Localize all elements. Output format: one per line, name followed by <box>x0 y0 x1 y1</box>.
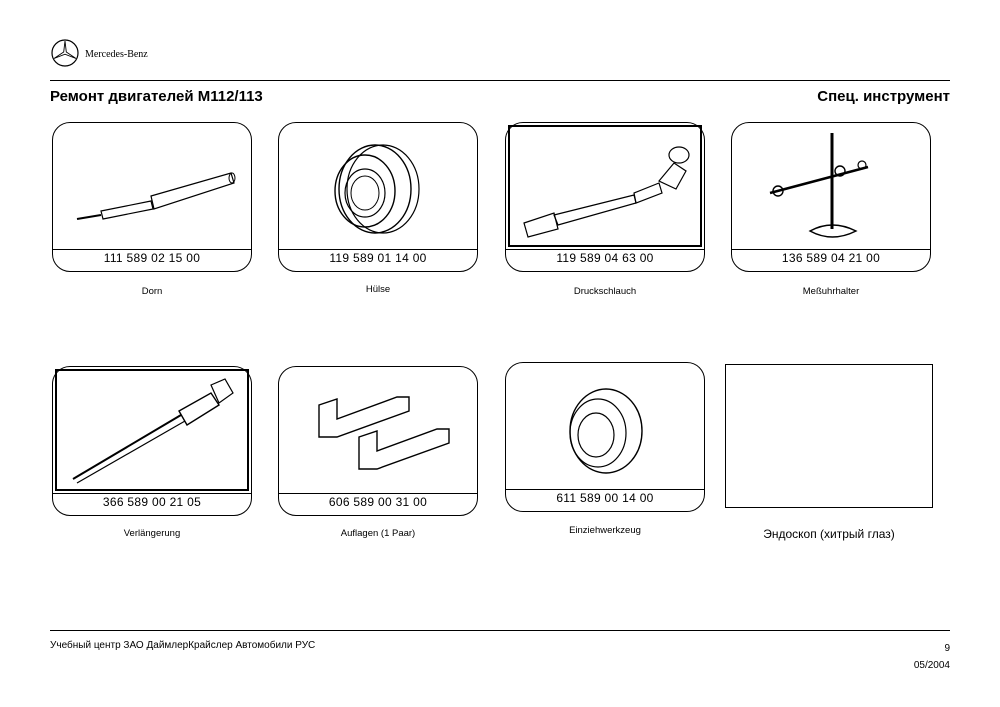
endoscope-caption: Эндоскоп (хитрый глаз) <box>763 527 895 541</box>
extension-icon <box>72 378 234 484</box>
tool-caption: Einziehwerkzeug <box>569 525 641 536</box>
number-divider <box>506 249 704 250</box>
brand-logo: Mercedes-Benz <box>50 38 148 68</box>
tool-caption: Dorn <box>141 286 163 297</box>
tool-number: 111 589 02 15 00 <box>103 251 201 265</box>
tool-card-1: 111 589 02 15 00 <box>52 122 252 272</box>
tool-card-7: 611 589 00 14 00 <box>505 362 705 512</box>
supports-pair-icon <box>318 396 450 470</box>
pressure-hose-icon <box>523 146 690 238</box>
footer-organization: Учебный центр ЗАО ДаймлерКрайслер Автомо… <box>50 640 316 651</box>
brand-name: Mercedes-Benz <box>85 48 148 60</box>
tool-number: 119 589 04 63 00 <box>556 251 654 265</box>
number-divider <box>279 249 477 250</box>
number-divider <box>53 249 251 250</box>
sleeve-icon <box>334 144 420 234</box>
dial-gauge-holder-icon <box>769 133 869 238</box>
drift-pin-icon <box>76 172 236 220</box>
footer-meta: 9 05/2004 <box>914 640 950 674</box>
section-title: Спец. инструмент <box>817 88 950 105</box>
tool-number: 119 589 01 14 00 <box>329 251 427 265</box>
tool-number: 606 589 00 31 00 <box>328 495 428 509</box>
number-divider <box>732 249 930 250</box>
tool-number: 136 589 04 21 00 <box>781 251 881 265</box>
tool-caption: Druckschlauch <box>573 286 637 297</box>
page-number: 9 <box>944 643 950 654</box>
document-date: 05/2004 <box>913 660 950 671</box>
tool-number: 366 589 00 21 05 <box>102 495 202 509</box>
tool-card-6: 606 589 00 31 00 <box>278 366 478 516</box>
pulling-tool-icon <box>569 388 643 474</box>
header-rule <box>50 80 950 81</box>
tool-card-4: 136 589 04 21 00 <box>731 122 931 272</box>
footer-rule <box>50 630 950 631</box>
tool-caption: Auflagen (1 Paar) <box>340 528 416 539</box>
tool-card-2: 119 589 01 14 00 <box>278 122 478 272</box>
number-divider <box>506 489 704 490</box>
number-divider <box>53 493 251 494</box>
tool-card-5: 366 589 00 21 05 <box>52 366 252 516</box>
tool-card-3: 119 589 04 63 00 <box>505 122 705 272</box>
tool-caption: Hülse <box>365 284 391 295</box>
tool-caption: Meßuhrhalter <box>802 286 860 297</box>
page-title: Ремонт двигателей M112/113 <box>50 88 263 105</box>
mercedes-star-icon <box>51 39 79 67</box>
tool-number: 611 589 00 14 00 <box>556 491 654 505</box>
number-divider <box>279 493 477 494</box>
endoscope-image-placeholder <box>725 364 933 508</box>
tool-caption: Verlängerung <box>123 528 181 539</box>
